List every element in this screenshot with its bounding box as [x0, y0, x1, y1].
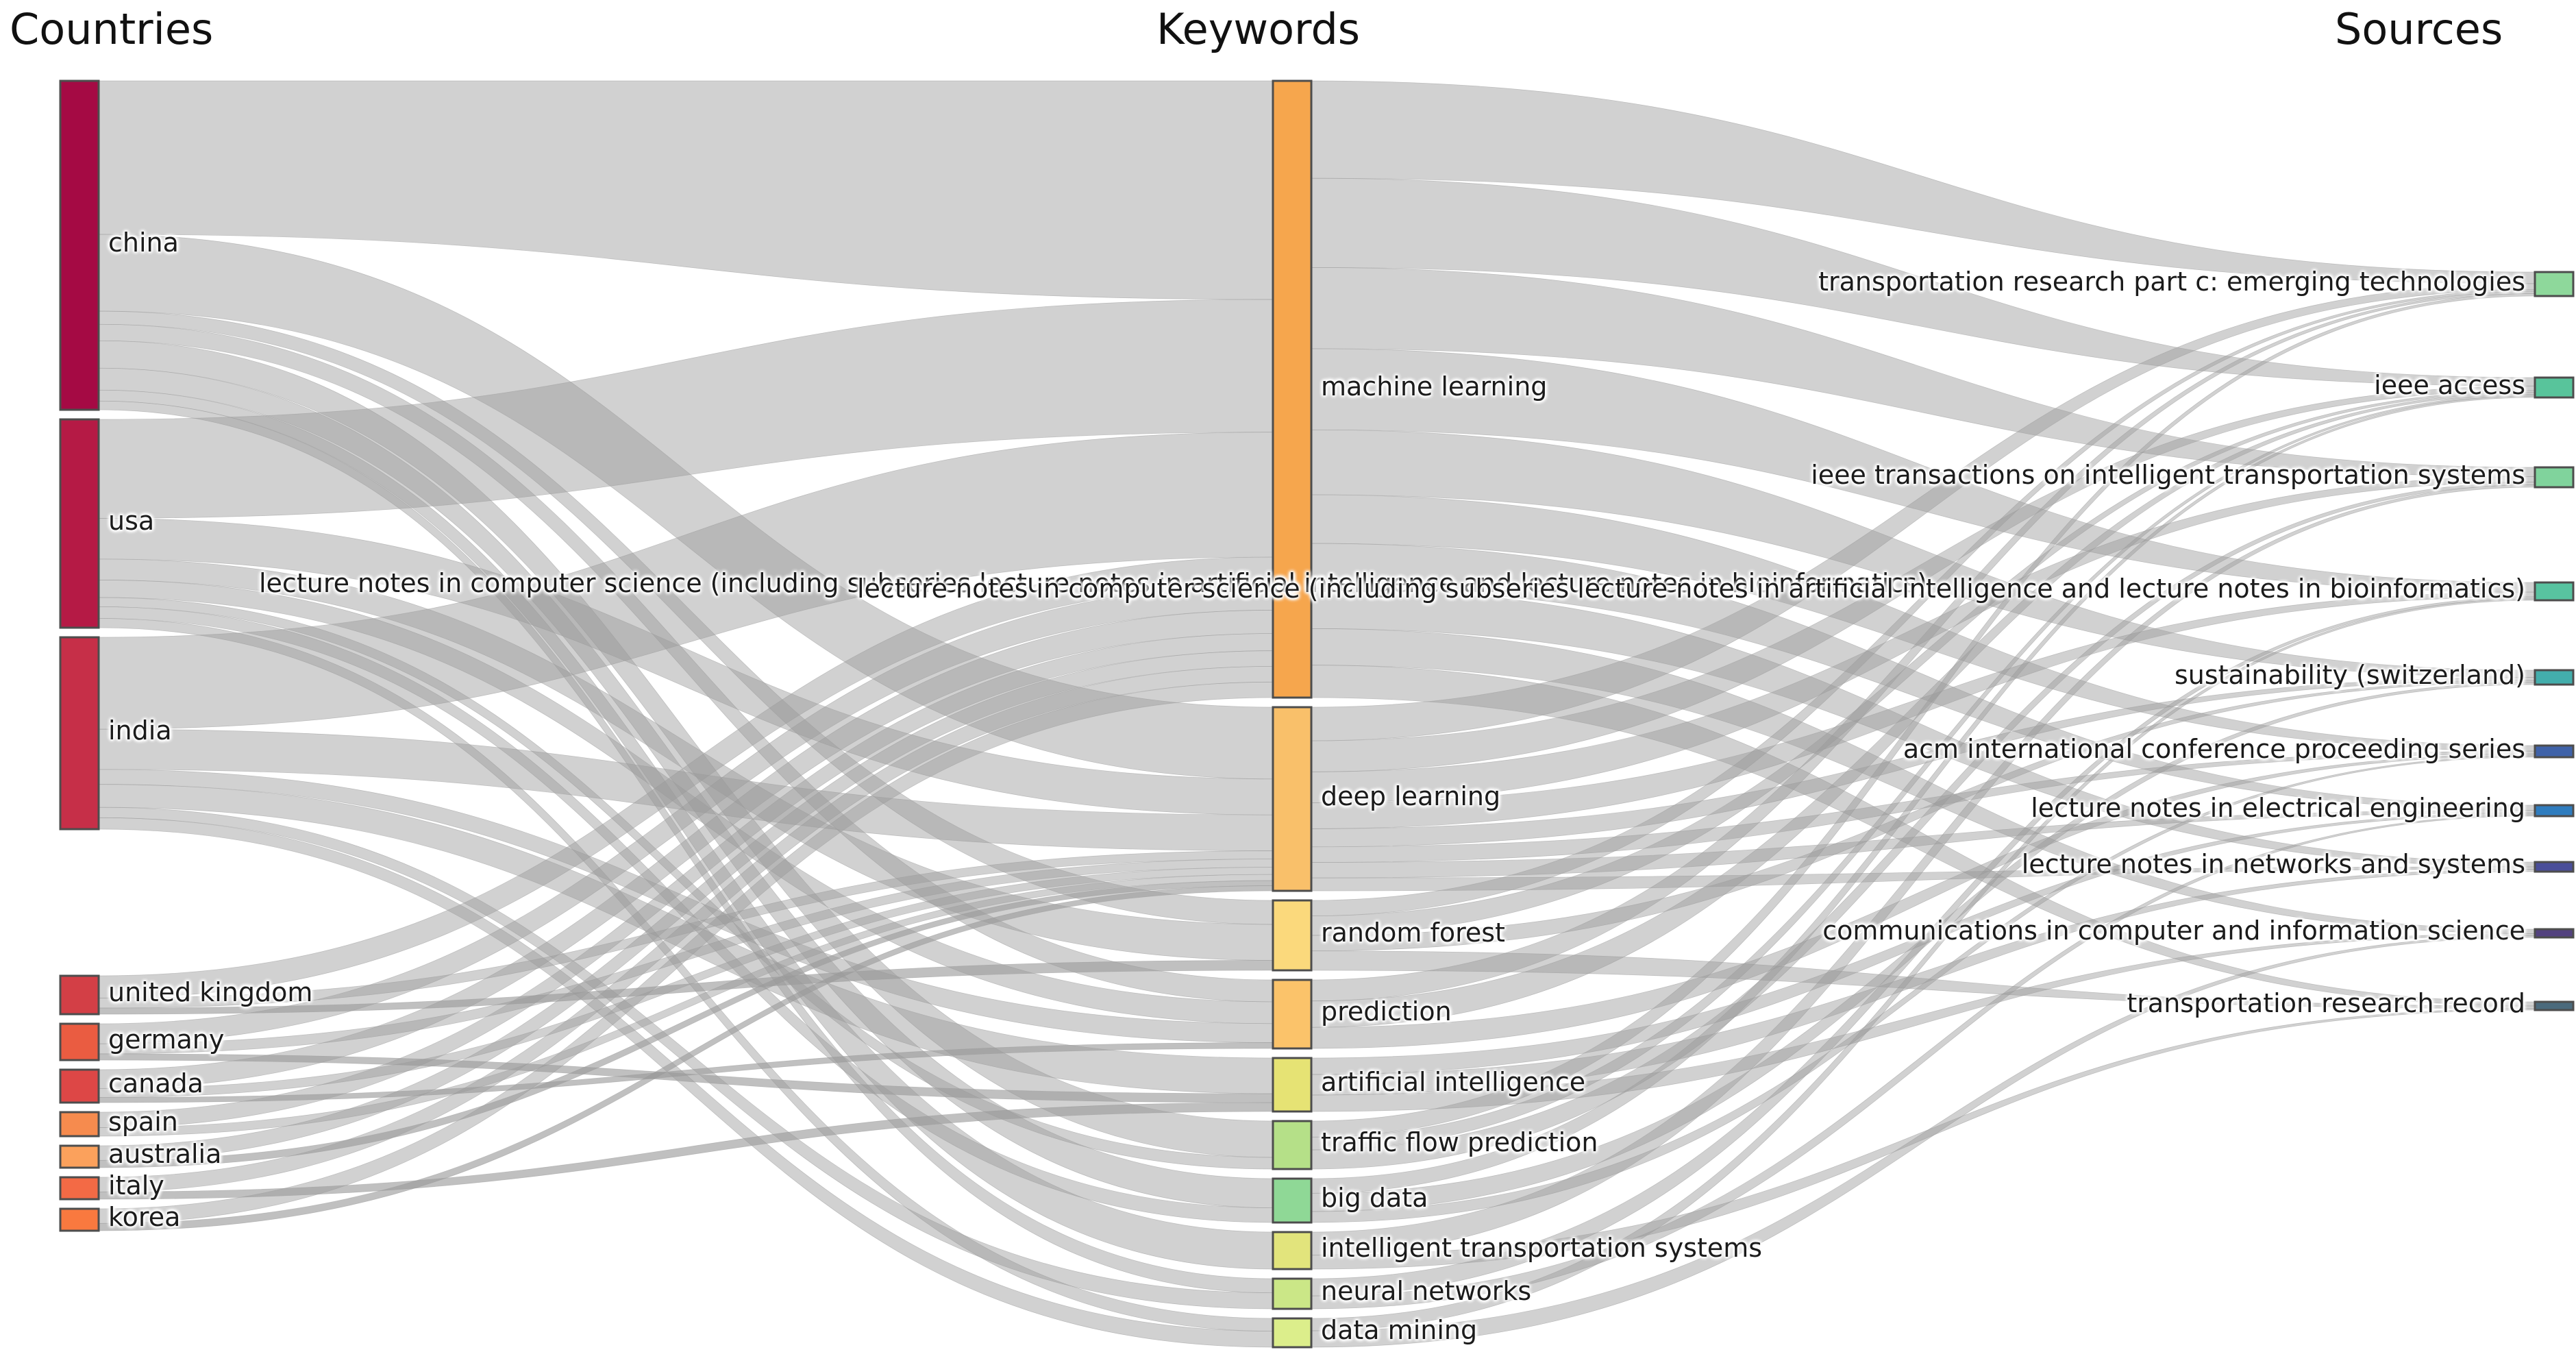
sankey-node-countries[interactable]	[59, 1111, 100, 1138]
sankey-node-sources[interactable]	[2534, 928, 2575, 939]
sankey-node-keywords[interactable]	[1272, 706, 1313, 892]
column-title-sources: Sources	[2335, 4, 2503, 54]
sankey-node-keywords[interactable]	[1272, 1120, 1313, 1170]
sankey-node-keywords[interactable]	[1272, 1317, 1313, 1349]
sankey-node-sources[interactable]	[2534, 376, 2575, 399]
sankey-node-sources[interactable]	[2534, 744, 2575, 759]
column-title-countries: Countries	[10, 4, 214, 54]
sankey-node-countries[interactable]	[59, 974, 100, 1016]
sankey-node-sources[interactable]	[2534, 804, 2575, 818]
sankey-node-countries[interactable]	[59, 1068, 100, 1104]
sankey-node-countries[interactable]	[59, 1144, 100, 1169]
sankey-node-countries[interactable]	[59, 418, 100, 629]
sankey-node-sources[interactable]	[2534, 1000, 2575, 1011]
links-layer	[98, 80, 2536, 1348]
sankey-node-sources[interactable]	[2534, 861, 2575, 873]
nodes-layer	[59, 79, 2575, 1349]
sankey-node-countries[interactable]	[59, 1207, 100, 1232]
sankey-node-countries[interactable]	[59, 79, 100, 411]
sankey-node-keywords[interactable]	[1272, 1057, 1313, 1113]
sankey-node-sources[interactable]	[2534, 669, 2575, 686]
sankey-node-sources[interactable]	[2534, 581, 2575, 602]
column-title-keywords: Keywords	[1156, 4, 1361, 54]
sankey-node-keywords[interactable]	[1272, 79, 1313, 699]
sankey-node-keywords[interactable]	[1272, 1177, 1313, 1224]
sankey-node-keywords[interactable]	[1272, 899, 1313, 972]
sankey-node-sources[interactable]	[2534, 466, 2575, 489]
sankey-node-countries[interactable]	[59, 1022, 100, 1061]
sankey-node-keywords[interactable]	[1272, 1231, 1313, 1270]
sankey-node-countries[interactable]	[59, 636, 100, 831]
sankey-node-countries[interactable]	[59, 1176, 100, 1201]
sankey-node-keywords[interactable]	[1272, 979, 1313, 1050]
sankey-node-sources[interactable]	[2534, 271, 2575, 297]
sankey-node-keywords[interactable]	[1272, 1277, 1313, 1310]
